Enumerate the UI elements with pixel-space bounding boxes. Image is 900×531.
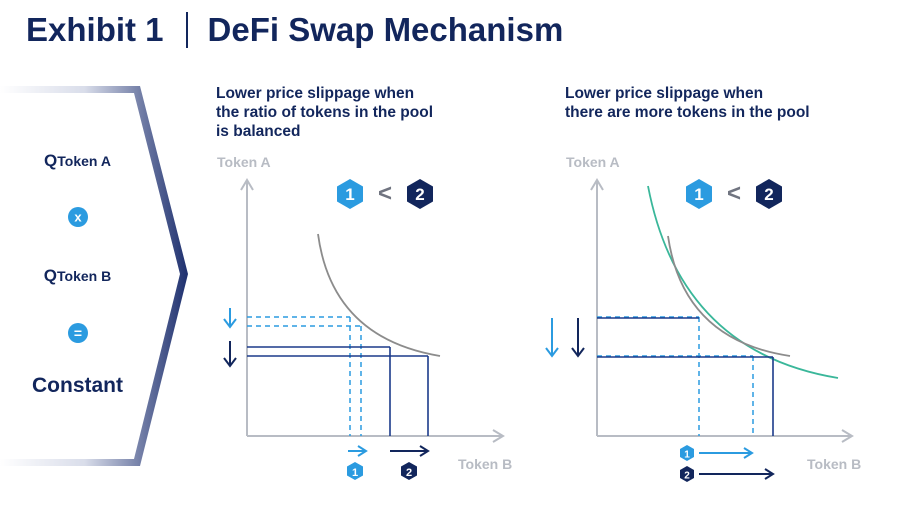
panel2-comparison: 1 < 2 (685, 178, 783, 210)
title-divider (185, 12, 188, 48)
panel2-y-axis-label: Token A (566, 154, 620, 170)
equals-operator: = (0, 323, 155, 343)
panel1-x-axis-arrow (492, 429, 505, 443)
panel1-title-line: is balanced (216, 123, 301, 140)
panel2-title-line: Lower price slippage when (565, 85, 764, 102)
badge-1-number: 1 (694, 185, 703, 204)
panel2-right-arrow-1-head (743, 447, 754, 459)
panel1-title-line: Lower price slippage when (216, 85, 415, 102)
q-symbol: Q (43, 266, 58, 285)
panel1-y-axis-label: Token A (217, 154, 271, 170)
panel1-x-axis-label: Token B (458, 456, 513, 472)
panel2-gray-curve (667, 235, 791, 357)
panel2-down-arrow-1-head (545, 347, 559, 358)
panel2-x-axis-arrow (841, 429, 854, 443)
q-symbol: Q (44, 151, 58, 170)
equals-icon: = (67, 323, 88, 343)
panel1-right-arrow-2-head (419, 445, 430, 457)
equals-symbol: = (73, 325, 81, 341)
panel2-green-curve (647, 185, 839, 379)
panel1-price-curve (317, 233, 441, 357)
panel2-small-badge-1: 1 (680, 445, 694, 461)
small-badge-1-number: 1 (684, 450, 690, 461)
token-a-label: Token A (57, 153, 111, 169)
panel2-x-axis-label: Token B (807, 456, 862, 472)
constant-label: Constant (32, 374, 123, 397)
badge-2-number: 2 (415, 185, 424, 204)
panel1-right-arrow-1-head (357, 445, 368, 457)
panel1-comparison: 1 < 2 (336, 178, 434, 210)
multiply-icon: x (67, 207, 88, 227)
panel2-y-axis-arrow (590, 178, 604, 191)
panel2-down-arrow-2-head (571, 347, 585, 358)
multiply-operator: x (0, 207, 155, 227)
page-title: DeFi Swap Mechanism (207, 11, 564, 48)
panel2-small-badge-2: 2 (680, 466, 694, 482)
panel2-title-line: there are more tokens in the pool (565, 104, 810, 121)
q-token-a: QToken A (0, 151, 155, 171)
badge-2-icon: 2 (407, 179, 434, 209)
q-token-b: QToken B (0, 266, 155, 286)
badge-1-icon: 1 (686, 179, 712, 209)
small-badge-2-number: 2 (684, 471, 690, 482)
multiply-symbol: x (74, 210, 82, 225)
page-header: Exhibit 1 DeFi Swap Mechanism (26, 8, 563, 52)
panel2-right-arrow-2-head (764, 468, 775, 480)
small-badge-2-number: 2 (406, 467, 412, 479)
panel1-title-line: the ratio of tokens in the pool (216, 104, 433, 121)
panel1-y-axis-arrow (240, 178, 254, 191)
swap-formula: QToken A x QToken B = Constant (0, 82, 160, 466)
small-badge-1-number: 1 (352, 467, 358, 479)
token-b-label: Token B (57, 268, 112, 284)
exhibit-label: Exhibit 1 (26, 11, 164, 48)
badge-1-icon: 1 (337, 179, 363, 209)
badge-2-icon: 2 (756, 179, 783, 209)
badge-2-number: 2 (764, 185, 773, 204)
less-than-symbol: < (727, 180, 742, 207)
panel1-title: Lower price slippage when the ratio of t… (216, 84, 433, 141)
panel1-down-arrow-1-head (223, 318, 237, 329)
panel1-down-arrow-2-head (223, 357, 237, 368)
badge-1-number: 1 (345, 185, 354, 204)
panel1-small-badge-1: 1 (347, 462, 363, 480)
less-than-symbol: < (378, 180, 393, 207)
panel1-small-badge-2: 2 (401, 462, 417, 480)
panel2-title: Lower price slippage when there are more… (565, 84, 810, 122)
